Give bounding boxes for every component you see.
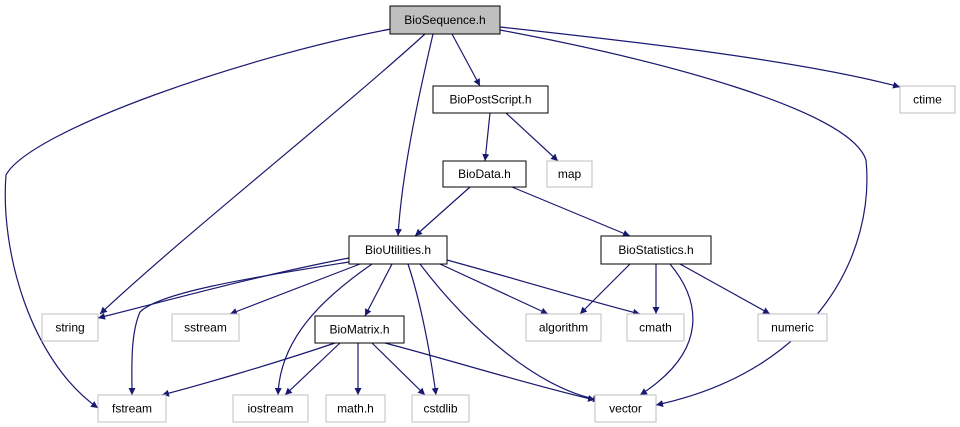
node-label: BioStatistics.h: [618, 243, 693, 257]
edge-biodata-h-to-biostatistics-h: [511, 186, 631, 237]
node-biostatistics-h[interactable]: BioStatistics.h: [600, 235, 712, 265]
edge-biodata-h-to-bioutilities-h: [414, 186, 471, 237]
node-box: [626, 313, 685, 342]
node-box: [594, 394, 657, 423]
node-biosequence-h[interactable]: BioSequence.h: [389, 5, 501, 35]
edge-bioutilities-h-to-algorithm: [439, 263, 549, 315]
edge-biopostscript-h-to-map: [505, 112, 559, 162]
edge-biostatistics-h-to-algorithm: [579, 263, 631, 315]
edge-bioutilities-h-to-vector: [419, 263, 601, 403]
edge-bioutilities-h-to-cmath: [446, 259, 641, 316]
edge-biomatrix-h-to-vector: [384, 342, 596, 402]
node-label: math.h: [337, 402, 374, 416]
node-box: [41, 313, 99, 342]
edge-biomatrix-h-to-cstdlib: [371, 342, 426, 396]
node-label: BioSequence.h: [404, 13, 485, 27]
node-box: [389, 5, 501, 35]
node-label: BioData.h: [458, 167, 511, 181]
edge-bioutilities-h-to-string: [97, 257, 350, 320]
edge-biosequence-h-to-string: [99, 33, 426, 315]
node-box: [757, 313, 828, 342]
node-box: [411, 394, 470, 423]
node-vector: vector: [594, 394, 657, 423]
node-label: algorithm: [539, 321, 588, 335]
edge-bioutilities-h-to-iostream: [274, 263, 373, 396]
edge-biostatistics-h-to-vector: [639, 263, 694, 396]
node-box: [525, 313, 602, 342]
node-label: BioUtilities.h: [365, 243, 431, 257]
node-label: ctime: [913, 93, 942, 107]
node-box: [314, 315, 405, 344]
node-box: [546, 160, 593, 188]
node-box: [432, 85, 549, 114]
edge-biostatistics-h-to-numeric: [679, 263, 771, 315]
node-label: sstream: [184, 321, 227, 335]
edge-biopostscript-h-to-biodata-h: [482, 112, 491, 162]
edge-bioutilities-h-to-cstdlib: [407, 263, 439, 396]
edge-biosequence-h-to-vector: [499, 29, 868, 407]
edge-layer: [4, 26, 901, 409]
node-label: BioPostScript.h: [449, 93, 531, 107]
node-math-h: math.h: [325, 394, 386, 423]
node-biodata-h[interactable]: BioData.h: [442, 160, 527, 188]
node-label: cmath: [639, 321, 672, 335]
node-ctime: ctime: [899, 85, 956, 114]
node-map: map: [546, 160, 593, 188]
edge-biosequence-h-to-biopostscript-h: [451, 33, 481, 87]
node-label: fstream: [112, 402, 152, 416]
node-string: string: [41, 313, 99, 342]
edge-biosequence-h-to-ctime: [499, 26, 901, 89]
node-label: vector: [609, 402, 642, 416]
edge-bioutilities-h-to-fstream: [128, 261, 350, 396]
node-label: numeric: [771, 321, 814, 335]
edge-biomatrix-h-to-iostream: [284, 342, 341, 396]
node-box: [232, 394, 309, 423]
node-sstream: sstream: [171, 313, 240, 342]
node-fstream: fstream: [97, 394, 167, 423]
node-box: [97, 394, 167, 423]
node-box: [171, 313, 240, 342]
edge-biosequence-h-to-fstream: [4, 28, 392, 409]
node-box: [442, 160, 527, 188]
node-numeric: numeric: [757, 313, 828, 342]
node-label: BioMatrix.h: [329, 323, 389, 337]
node-biomatrix-h[interactable]: BioMatrix.h: [314, 315, 405, 344]
node-box: [899, 85, 956, 114]
node-label: cstdlib: [423, 402, 457, 416]
edge-biosequence-h-to-bioutilities-h: [394, 33, 434, 237]
node-box: [325, 394, 386, 423]
edge-bioutilities-h-to-sstream: [229, 263, 361, 315]
edge-bioutilities-h-to-biomatrix-h: [364, 263, 393, 317]
node-cmath: cmath: [626, 313, 685, 342]
node-biopostscript-h[interactable]: BioPostScript.h: [432, 85, 549, 114]
node-cstdlib: cstdlib: [411, 394, 470, 423]
node-algorithm: algorithm: [525, 313, 602, 342]
node-label: map: [558, 167, 582, 181]
node-box: [348, 235, 448, 265]
node-iostream: iostream: [232, 394, 309, 423]
node-label: iostream: [247, 402, 293, 416]
node-box: [600, 235, 712, 265]
edge-biomatrix-h-to-fstream: [161, 342, 336, 397]
node-bioutilities-h[interactable]: BioUtilities.h: [348, 235, 448, 265]
node-label: string: [55, 321, 84, 335]
